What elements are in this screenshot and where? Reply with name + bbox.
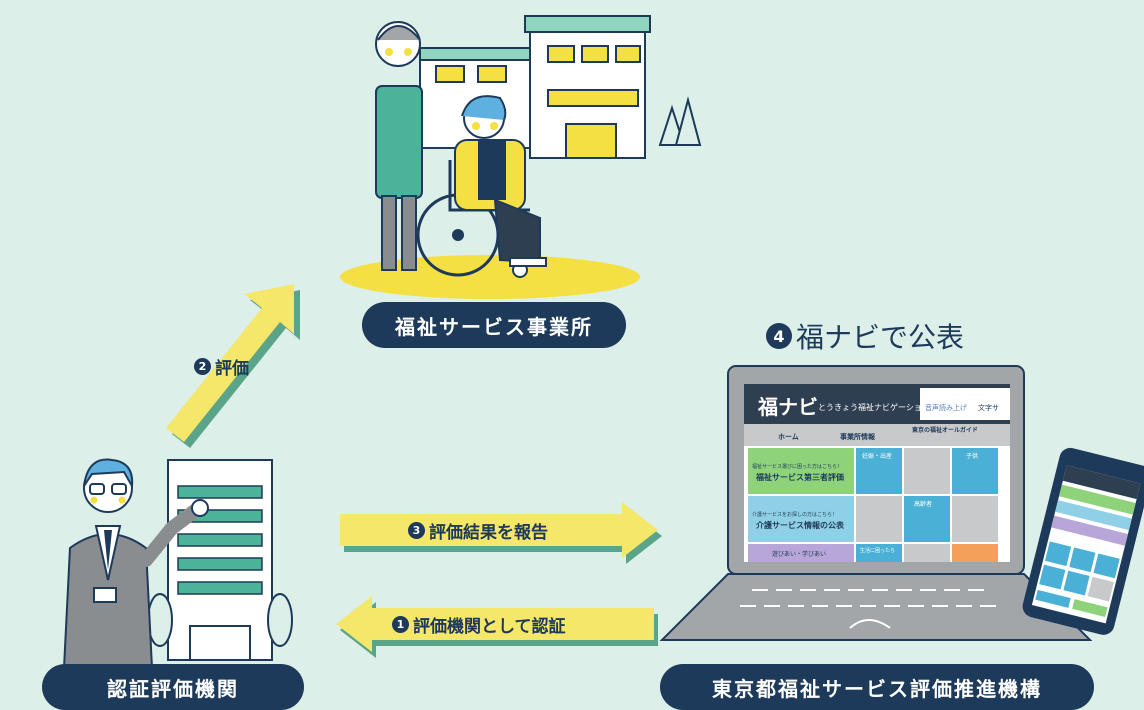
step2-text: 評価	[215, 359, 249, 379]
site-banner2-small: 介護サービスをお探しの方はこちら！	[752, 511, 837, 518]
facility-label: 福祉サービス事業所	[362, 302, 626, 348]
certifier-illustration	[62, 458, 293, 669]
site-banner3: 遊びあい・学びあい	[772, 550, 826, 558]
site-voice-link: 音声読み上げ	[925, 403, 967, 412]
step3-label: 3 評価結果を報告	[408, 518, 548, 543]
site-banner2-big: 介護サービス情報の公表	[755, 520, 845, 530]
site-tile-pregnancy: 妊娠・出産	[862, 452, 892, 460]
promotion-org-label: 東京都福祉サービス評価推進機構	[660, 664, 1094, 710]
step1-number: 1	[392, 616, 409, 633]
step2-arrow	[166, 284, 300, 448]
step4-number: 4	[766, 323, 792, 349]
site-subtitle: とうきょう福祉ナビゲーション	[818, 402, 930, 412]
step3-text: 評価結果を報告	[429, 523, 548, 543]
step2-label: 2 評価	[194, 354, 249, 379]
step4-label: 4 福ナビで公表	[766, 316, 964, 356]
smartphone-illustration	[1022, 447, 1144, 635]
site-nav-facility: 事業所情報	[840, 432, 876, 441]
step2-number: 2	[194, 358, 211, 375]
site-banner1-big: 福祉サービス第三者評価	[755, 472, 844, 482]
website-screenshot: 福ナビ とうきょう福祉ナビゲーション 音声読み上げ 文字サ ホーム 事業所情報 …	[744, 384, 1010, 562]
site-tile-elderly: 高齢者	[914, 500, 932, 508]
site-font-size-link: 文字サ	[978, 403, 999, 412]
step1-label: 1 評価機関として認証	[392, 612, 566, 637]
step3-number: 3	[408, 522, 425, 539]
site-tile-hardship: 生活に困ったら	[860, 547, 895, 554]
step1-text: 評価機関として認証	[413, 617, 566, 637]
step1-arrow	[336, 596, 658, 658]
site-logo: 福ナビ	[757, 395, 818, 419]
facility-illustration	[340, 15, 702, 299]
step4-text: 福ナビで公表	[796, 321, 965, 354]
site-nav-home: ホーム	[778, 433, 799, 441]
site-tile-child: 子供	[966, 452, 978, 460]
certifier-label: 認証評価機関	[42, 664, 304, 710]
step3-arrow	[340, 502, 662, 564]
site-banner1-small: 福祉サービス選びに困った方はこちら！	[752, 463, 842, 470]
site-nav-guide: 東京の福祉オールガイド	[912, 426, 978, 434]
